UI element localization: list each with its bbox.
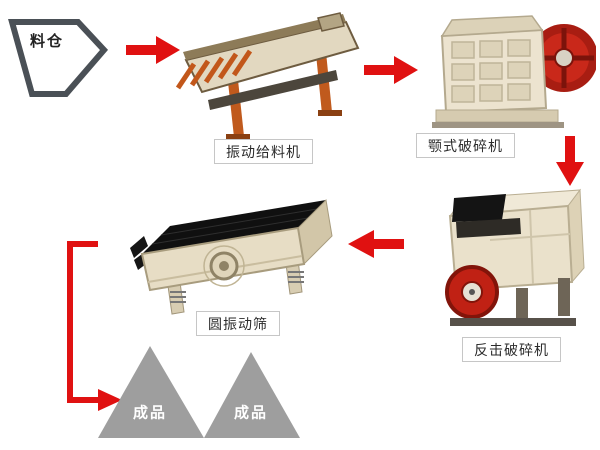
- feeder-grizzly-bars: [175, 49, 253, 90]
- feeder-motor: [317, 12, 345, 32]
- jaw-panel-grid: [451, 39, 531, 103]
- feeder-label: 振动给料机: [214, 139, 313, 164]
- product-triangle-1: [98, 346, 204, 438]
- vibrating-feeder-illustration: [175, 12, 360, 140]
- jaw-crusher-illustration: [432, 15, 596, 128]
- feeder-cross-beam: [208, 70, 338, 110]
- product-label-1: 成品: [132, 404, 168, 422]
- silo-label: 料仓: [30, 33, 65, 50]
- screen-deck-mesh: [142, 200, 326, 254]
- vibrating-screen-label: 圆振动筛: [196, 311, 280, 336]
- impact-crusher-illustration: [445, 188, 585, 326]
- silo-outline: [8, 19, 109, 97]
- feeder-front-leg: [228, 80, 244, 137]
- vibrating-screen-illustration: [130, 198, 333, 315]
- flow-arrow-left: [348, 230, 404, 258]
- flow-arrow-right-1: [126, 36, 180, 64]
- product-label-2: 成品: [233, 404, 269, 422]
- material-silo-icon: [8, 19, 109, 97]
- screen-springs: [170, 271, 304, 303]
- jaw-crusher-label: 颚式破碎机: [416, 133, 515, 158]
- flow-arrowhead: [98, 389, 122, 411]
- flow-arrow-down: [556, 136, 584, 186]
- impact-crusher-label: 反击破碎机: [462, 337, 561, 362]
- product-triangle-2: [204, 352, 300, 438]
- product-stockpiles: [98, 346, 300, 438]
- flow-arrow-right-2: [364, 56, 418, 84]
- flow-connector-elbow: [67, 241, 122, 411]
- impact-feed-opening: [452, 194, 506, 222]
